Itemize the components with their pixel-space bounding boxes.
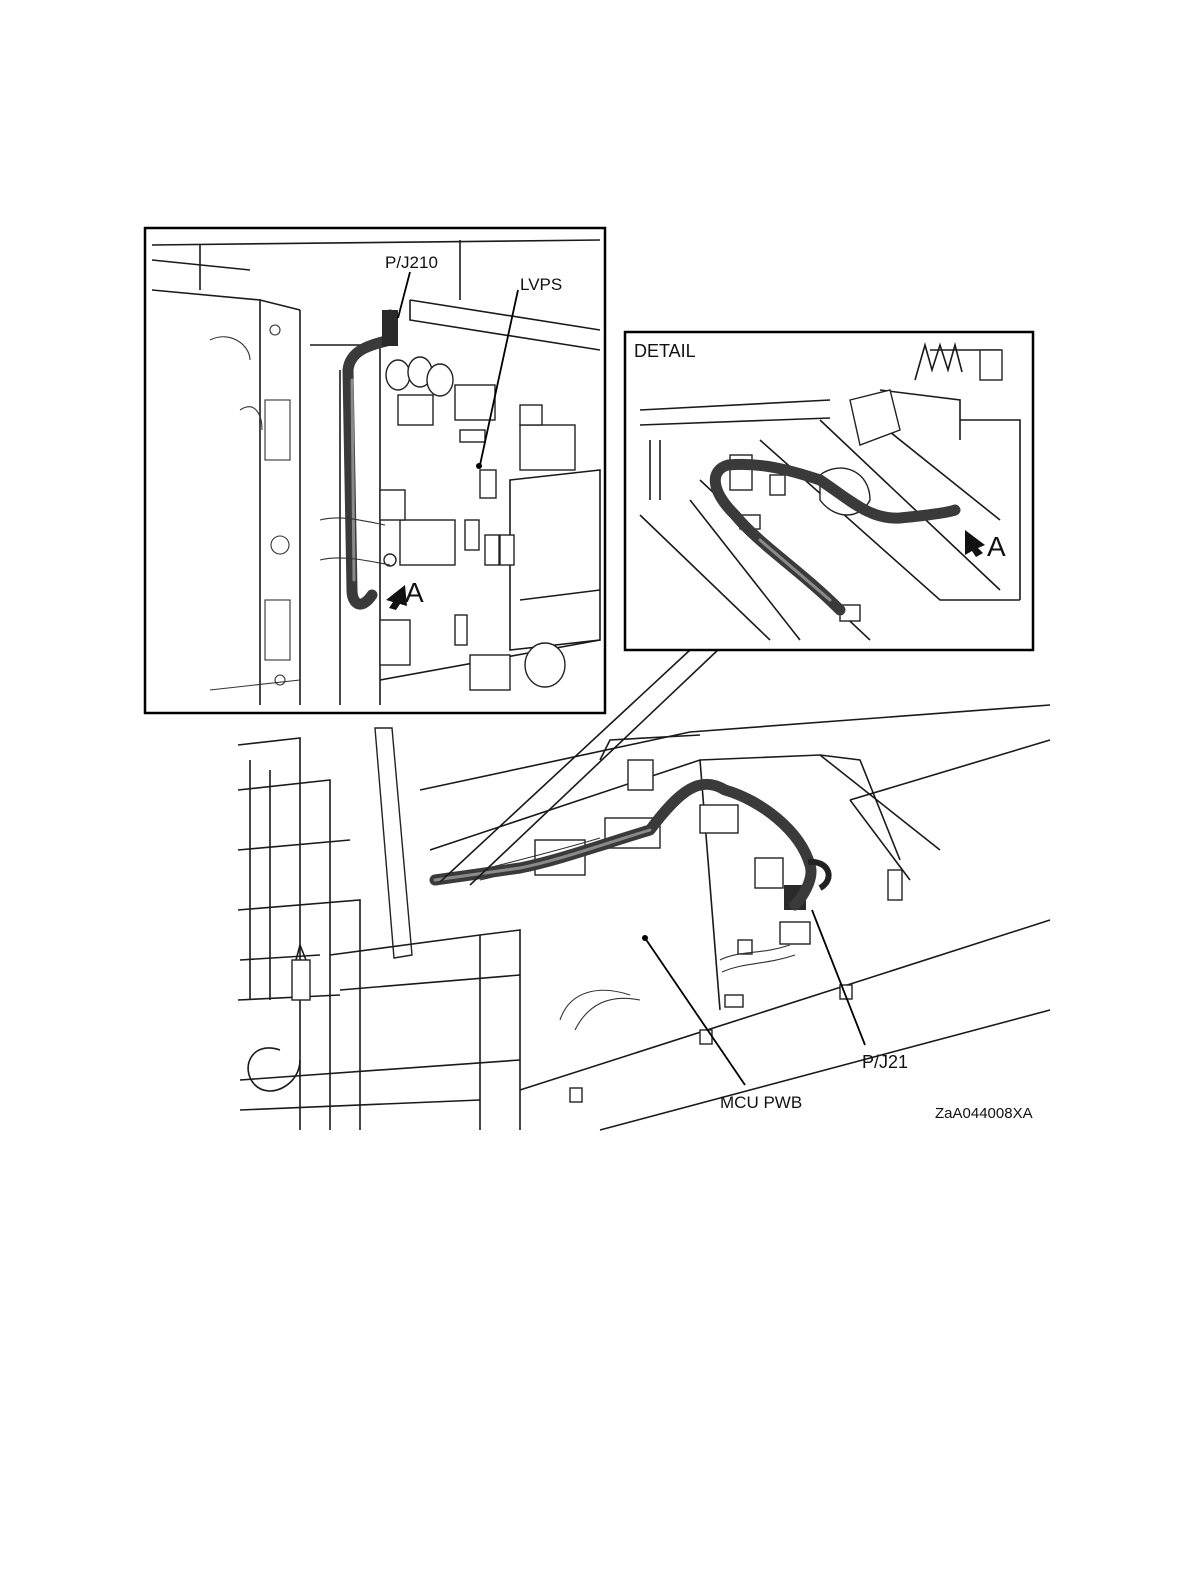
- label-pj21: P/J21: [862, 1052, 908, 1072]
- lower-leaders: [642, 910, 865, 1085]
- label-pj210: P/J210: [385, 253, 438, 272]
- label-lvps: LVPS: [520, 275, 562, 294]
- detail-inset: [625, 332, 1033, 650]
- label-detail: DETAIL: [634, 341, 696, 361]
- figure-id: ZaA044008XA: [935, 1105, 1033, 1122]
- label-a-main: A: [405, 577, 424, 608]
- label-a-detail: A: [987, 531, 1006, 562]
- mcu-area-illustration: [238, 705, 1050, 1130]
- label-mcu-pwb: MCU PWB: [720, 1093, 802, 1112]
- lvps-inset: [145, 228, 605, 713]
